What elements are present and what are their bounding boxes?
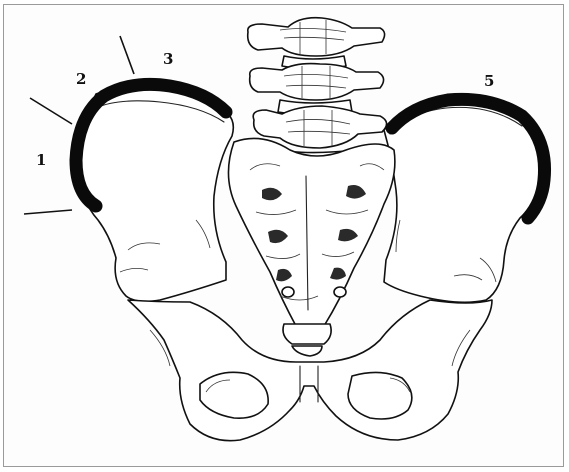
sacrum: [228, 138, 394, 326]
label-5: 5: [484, 72, 494, 90]
right-ilium: [384, 97, 544, 303]
label-3: 3: [163, 50, 173, 68]
pointer-line-3: [120, 36, 134, 74]
coccyx: [283, 324, 331, 356]
pointer-line-2: [30, 98, 72, 124]
left-ilium: [80, 88, 234, 302]
label-1: 1: [36, 151, 46, 169]
pointer-line-1: [24, 210, 72, 214]
label-2: 2: [76, 70, 86, 88]
